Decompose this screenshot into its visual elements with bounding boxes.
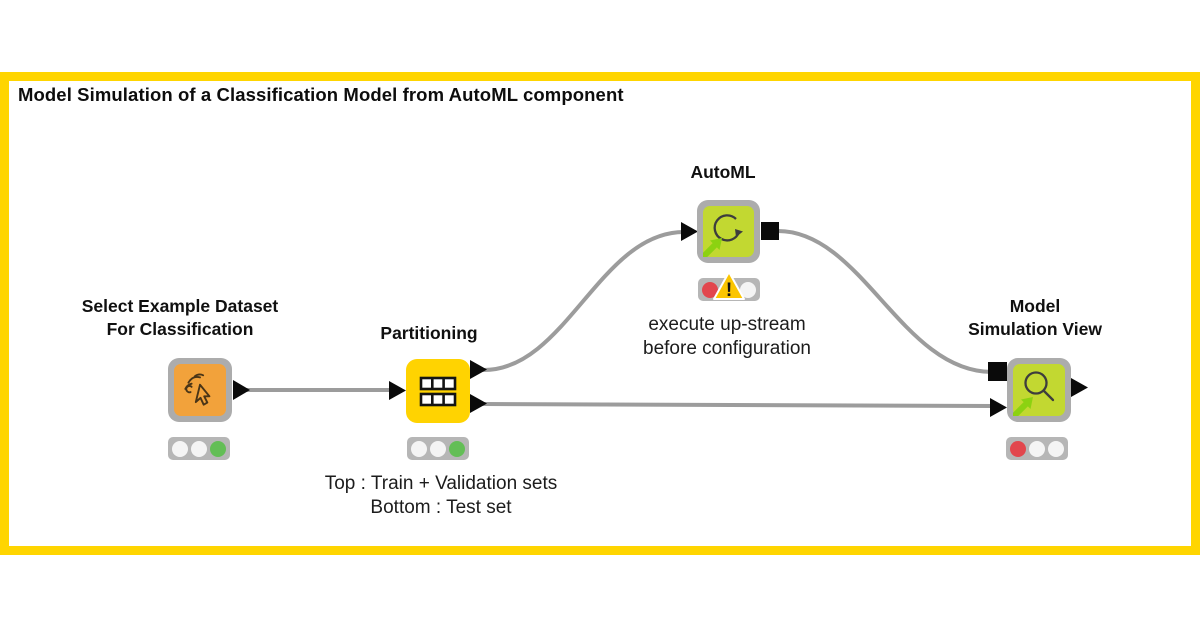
warning-icon: ! [713, 271, 745, 301]
partitioning-node[interactable] [406, 359, 470, 423]
status-light [449, 440, 465, 457]
loop-arrow-icon [703, 214, 743, 257]
connection-automl-view [776, 229, 994, 374]
connection-partitioning-view [482, 402, 996, 408]
status-light [210, 440, 226, 457]
view-node-label: Model Simulation View [968, 296, 1102, 339]
partitioning-traffic-light [407, 437, 469, 460]
view-output-port [1071, 378, 1088, 397]
status-light [1048, 440, 1064, 457]
view-input-port-triangle [990, 398, 1007, 417]
partitioning-output-port-top [470, 360, 487, 379]
status-light [411, 440, 427, 457]
automl-node-body [703, 206, 754, 257]
status-light [191, 440, 207, 457]
view-traffic-light [1006, 437, 1068, 460]
component-arrow-icon [1013, 401, 1029, 416]
status-light [430, 440, 446, 457]
view-node-body [1013, 364, 1065, 416]
view-input-port-square [988, 362, 1007, 381]
view-node[interactable] [1007, 358, 1071, 422]
status-light [1010, 440, 1026, 457]
connection-partitioning-automl [482, 230, 686, 372]
status-light [1029, 440, 1045, 457]
automl-node[interactable] [697, 200, 760, 263]
automl-input-port [681, 222, 698, 241]
component-arrow-icon [703, 242, 718, 257]
status-light [702, 281, 718, 298]
dataset-output-port [233, 380, 250, 400]
partitioning-node-label: Partitioning [380, 323, 478, 343]
status-light [172, 440, 188, 457]
dataset-traffic-light [168, 437, 230, 460]
status-light [740, 281, 756, 298]
svg-text:!: ! [726, 280, 732, 301]
partitioning-input-port [389, 381, 406, 400]
dataset-node-body [174, 364, 226, 416]
automl-output-port-square [761, 222, 779, 240]
dataset-node[interactable] [168, 358, 232, 422]
canvas-frame [0, 72, 1200, 555]
magnifier-icon [1013, 371, 1055, 416]
partitioning-node-body [406, 359, 470, 423]
pointer-sketch-icon [184, 373, 211, 406]
workflow-title: Model Simulation of a Classification Mod… [18, 84, 624, 105]
split-table-icon [419, 376, 457, 407]
dataset-node-label: Select Example Dataset For Classificatio… [81, 296, 279, 339]
partitioning-output-port-bottom [470, 394, 487, 413]
partitioning-annotation: Top : Train + Validation sets Bottom : T… [324, 473, 558, 518]
automl-node-label: AutoML [690, 162, 756, 182]
automl-annotation: execute up-stream before configuration [643, 314, 811, 359]
